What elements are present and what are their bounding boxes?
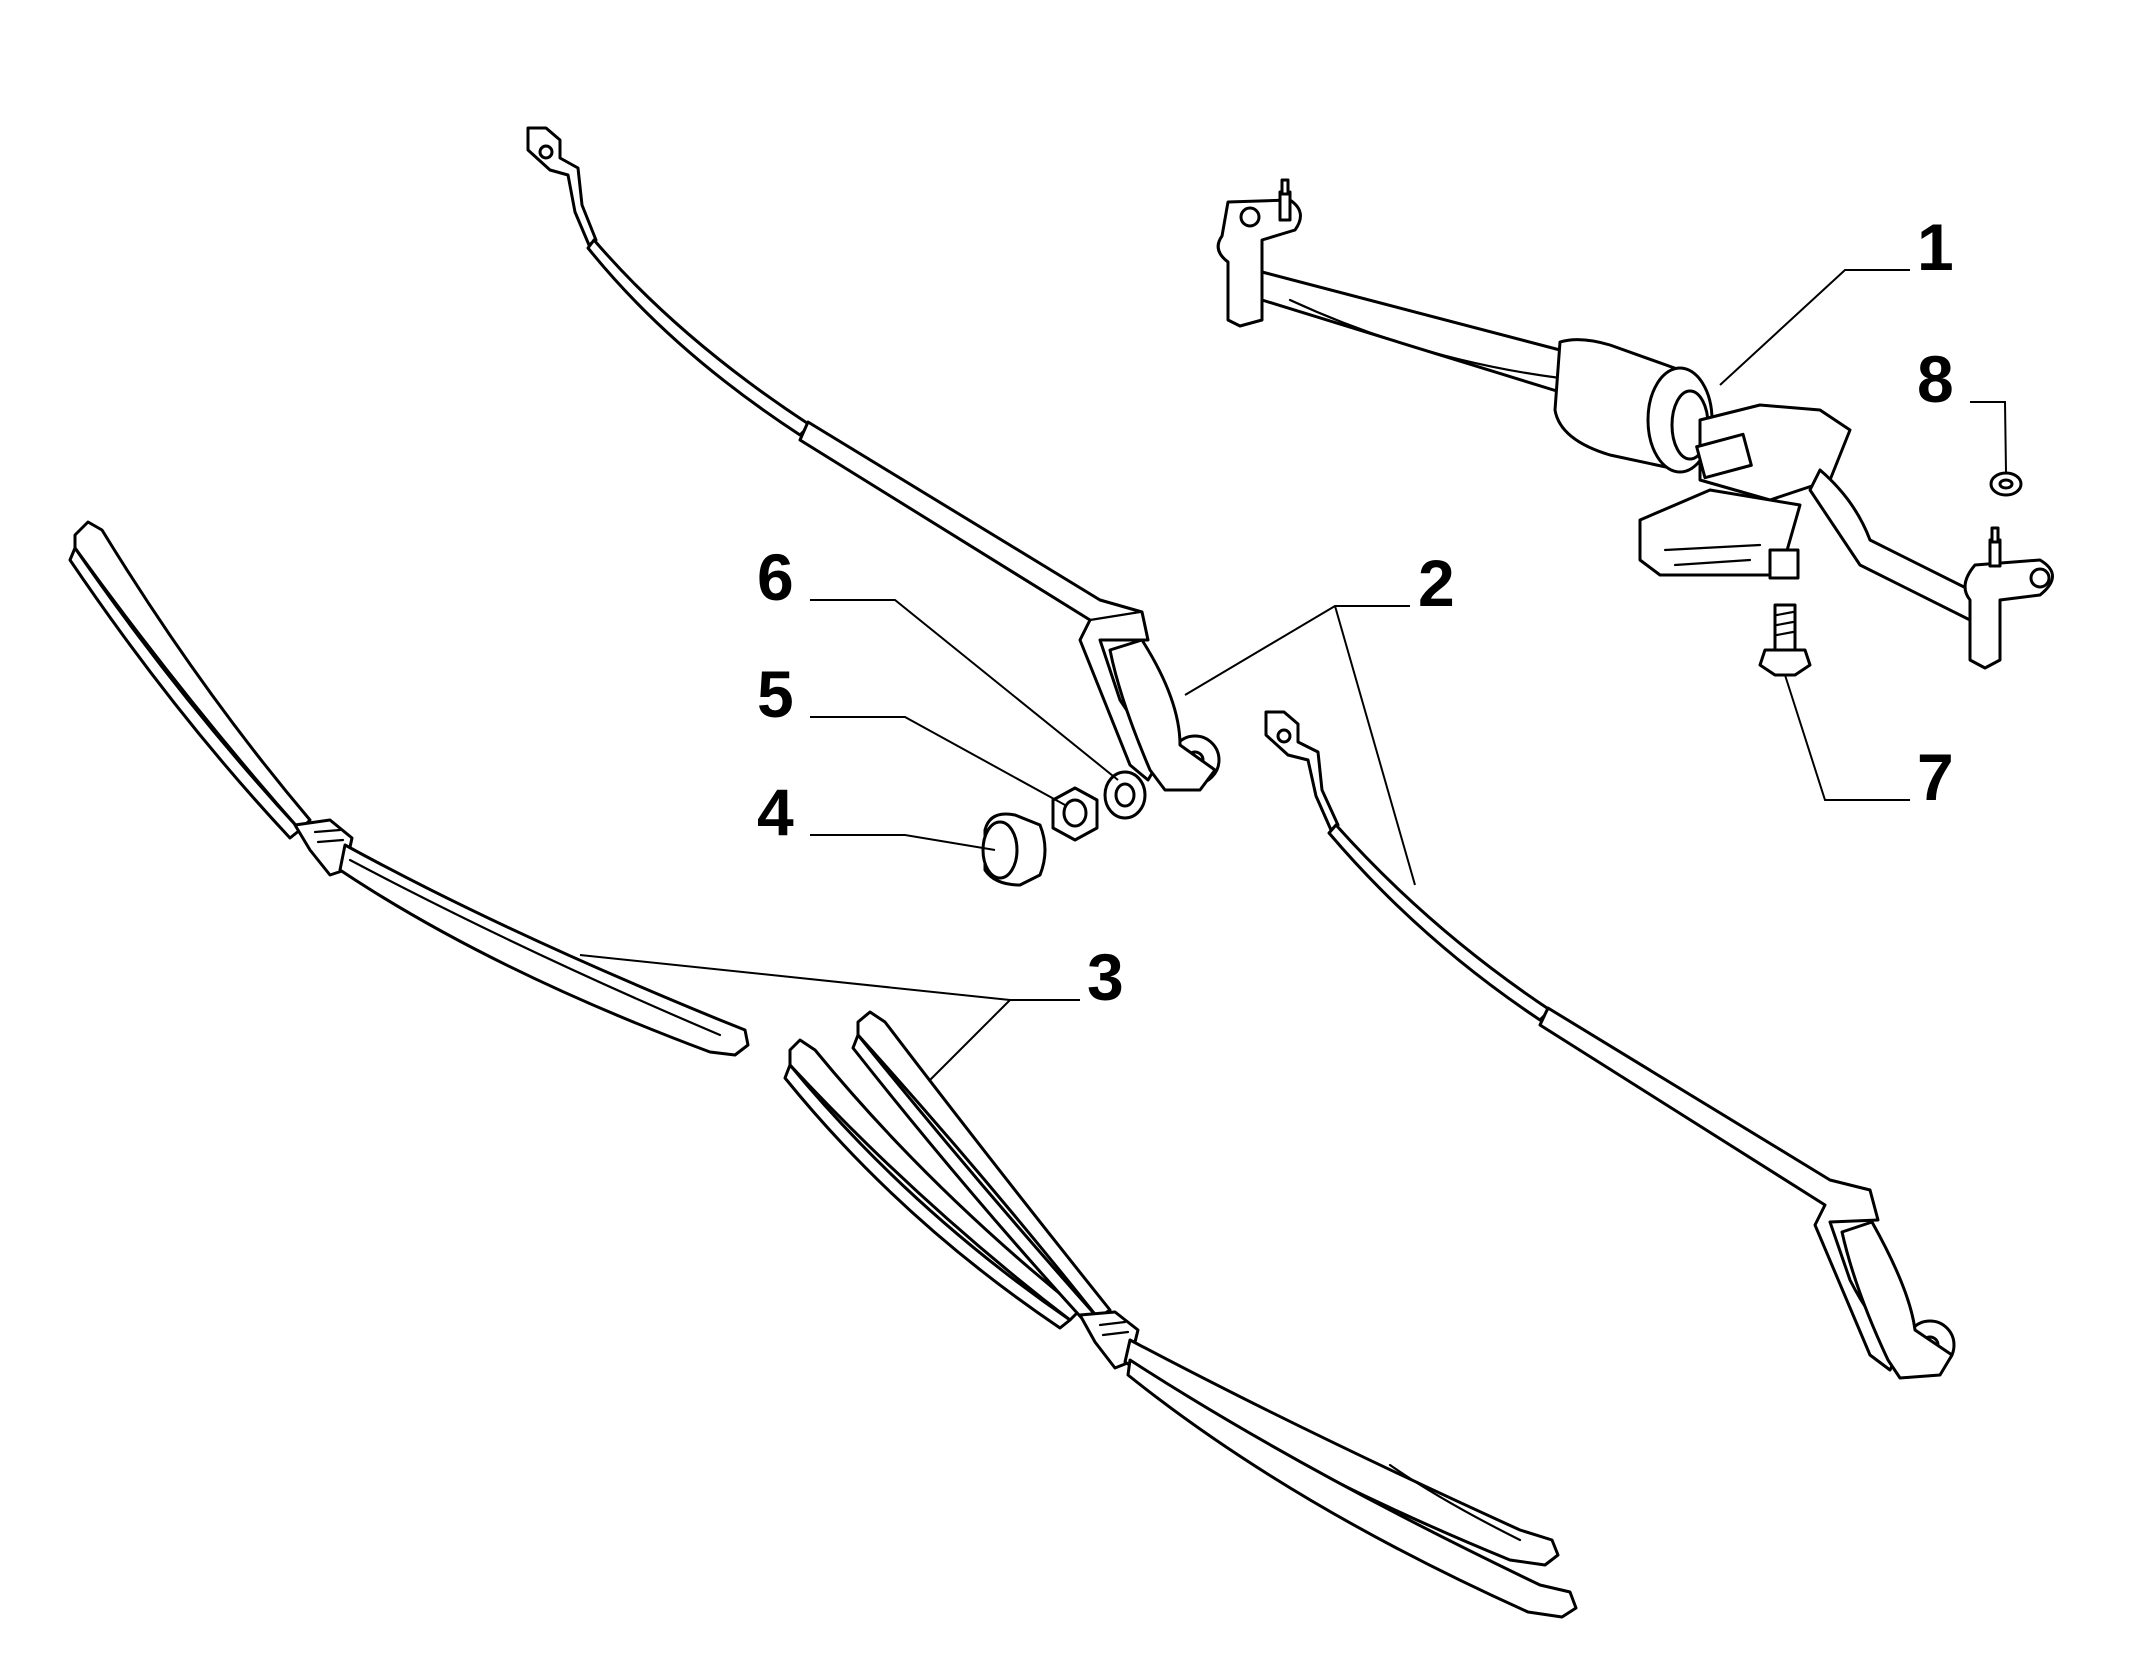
washer	[1989, 471, 2023, 497]
hex-nut	[1051, 786, 1099, 842]
bolt	[1758, 603, 1812, 677]
wiper-blade-left	[68, 520, 750, 1057]
callout-1: 1	[1917, 210, 1954, 284]
callout-4: 4	[757, 775, 794, 849]
callout-7: 7	[1917, 740, 1954, 814]
flat-washer	[1103, 770, 1147, 820]
callout-3: 3	[1087, 940, 1124, 1014]
wiper-arm-upper	[526, 126, 1221, 792]
callout-8: 8	[1917, 342, 1954, 416]
callout-6: 6	[757, 540, 794, 614]
wiper-motor-linkage	[1216, 178, 2054, 670]
cap	[981, 812, 1047, 887]
wiper-blade-pair	[783, 1010, 1578, 1619]
leader-lines	[579, 269, 2007, 1081]
callout-2: 2	[1418, 546, 1455, 620]
callout-5: 5	[757, 657, 794, 731]
wiper-arm-lower	[1264, 710, 1956, 1380]
